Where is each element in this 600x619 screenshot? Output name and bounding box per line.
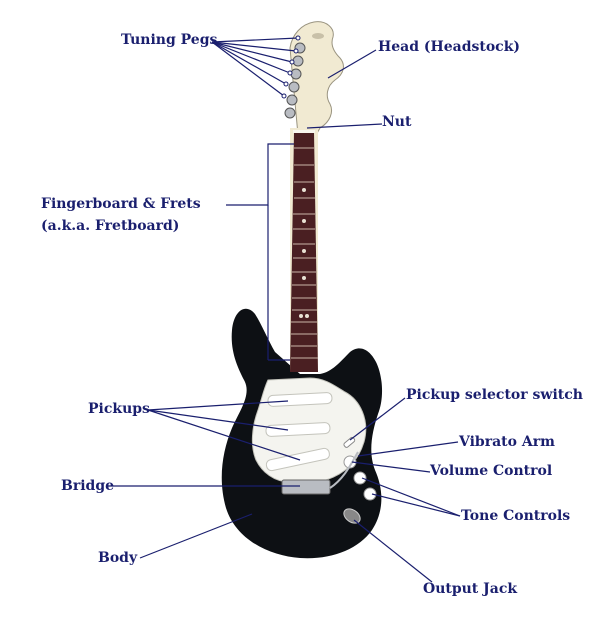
output-jack: [343, 508, 361, 524]
label-tone-controls: Tone Controls: [461, 508, 571, 524]
pickups-leaders: [147, 400, 301, 461]
output-jack-leader: [353, 519, 433, 583]
label-volume-control: Volume Control: [430, 463, 553, 479]
head-leader: [327, 49, 377, 79]
nut-leader: [306, 123, 383, 129]
label-body: Body: [98, 550, 138, 566]
tuning-pegs: [284, 42, 306, 119]
tone-knob-2: [363, 487, 377, 501]
label-fretboard-aka: (a.k.a. Fretboard): [41, 218, 180, 234]
label-vibrato-arm: Vibrato Arm: [459, 434, 555, 450]
headstock-logo: [312, 33, 324, 39]
tone-controls-leaders: [361, 477, 461, 517]
label-nut: Nut: [382, 114, 412, 130]
pickup-selector-leader: [349, 397, 406, 441]
volume-control-leader: [351, 461, 431, 473]
label-output-jack: Output Jack: [423, 581, 518, 597]
label-bridge: Bridge: [61, 478, 115, 494]
bridge: [281, 479, 331, 495]
pickup-selector-switch: [343, 436, 356, 448]
vibrato-arm-leader: [357, 441, 459, 457]
nut: [293, 130, 315, 133]
label-tuning-pegs: Tuning Pegs: [121, 32, 218, 48]
label-pickups: Pickups: [88, 401, 150, 417]
fret-markers: [299, 188, 309, 318]
body-leader: [139, 513, 253, 559]
tuning-pegs-leaders: [211, 35, 301, 99]
frets: [291, 147, 318, 359]
label-pickup-selector-switch: Pickup selector switch: [406, 387, 583, 403]
fingerboard-leader: [226, 143, 294, 206]
label-fingerboard: Fingerboard & Frets: [41, 196, 201, 212]
vibrato-arm: [329, 451, 359, 489]
label-head: Head (Headstock): [378, 39, 521, 55]
tone-knob-1: [353, 471, 367, 485]
